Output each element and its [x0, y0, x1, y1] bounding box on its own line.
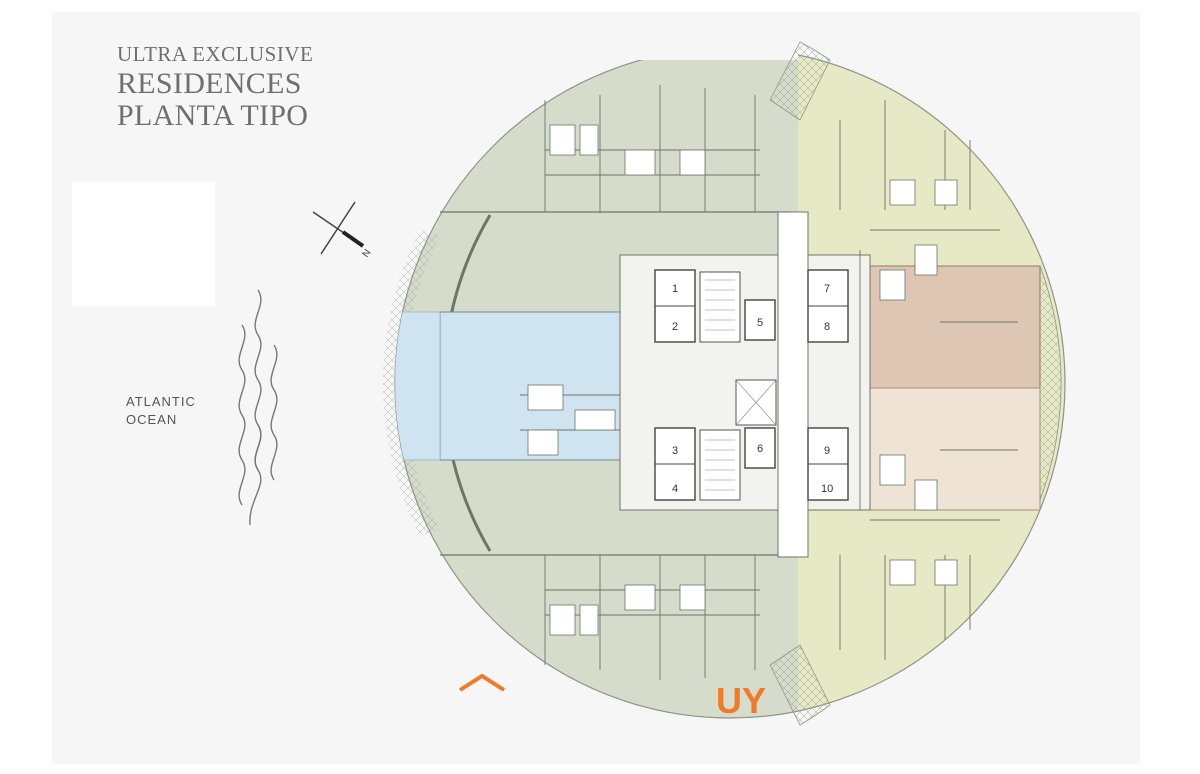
elevator-7: 7: [824, 283, 830, 295]
wave-line-3: [270, 344, 278, 481]
balcony-blue: [395, 311, 441, 461]
bathroom-blocks: [527, 124, 958, 636]
ocean-label-line-1: ATLANTIC: [126, 394, 196, 409]
room-partitions: [520, 85, 1018, 680]
elevator-2: 2: [672, 321, 678, 333]
central-core: [619, 211, 871, 558]
ocean-waves: [238, 289, 278, 526]
blank-panel: [72, 182, 215, 306]
elevator-10: 10: [821, 483, 833, 495]
elevator-1: 1: [672, 283, 678, 295]
wave-line-2: [238, 324, 246, 506]
compass-arrow: [341, 230, 365, 248]
compass-north-label: N: [360, 247, 373, 259]
title-line-2: RESIDENCES: [117, 67, 302, 100]
wave-line-4: [249, 424, 262, 526]
house-roof-icon: [458, 673, 506, 692]
ocean-label-line-2: OCEAN: [126, 412, 178, 427]
elevator-3: 3: [672, 445, 678, 457]
plan-title: ULTRA EXCLUSIVE RESIDENCES PLANTA TIPO: [117, 44, 313, 133]
compass-line-b: [320, 201, 356, 255]
elevator-8: 8: [824, 321, 830, 333]
watermark: UY: [410, 673, 790, 722]
ocean-label: ATLANTIC OCEAN: [126, 393, 196, 429]
title-line-3: PLANTA TIPO: [117, 99, 309, 132]
elevator-4: 4: [672, 483, 678, 495]
elevator-5: 5: [757, 317, 763, 329]
watermark-suffix: UY: [716, 680, 767, 721]
elevator-9: 9: [824, 445, 830, 457]
title-line-1: ULTRA EXCLUSIVE: [117, 42, 314, 66]
compass: N: [312, 201, 374, 260]
elevator-6: 6: [757, 443, 763, 455]
